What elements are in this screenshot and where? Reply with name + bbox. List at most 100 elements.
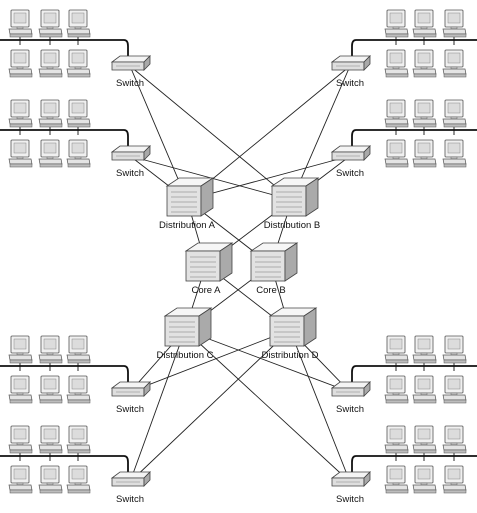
desktop-computer-icon	[412, 425, 437, 454]
node-label: Switch	[336, 168, 364, 179]
link-sw2-distA	[186, 65, 351, 201]
desktop-computer-icon	[8, 425, 33, 454]
link-distD-sw7	[129, 329, 291, 483]
node-sw8[interactable]: Switch	[331, 471, 371, 505]
lan-segment	[0, 425, 129, 494]
switch-icon	[331, 381, 371, 397]
lan-bus-cable	[0, 39, 129, 58]
desktop-computer-icon	[8, 465, 33, 494]
lan-bus-cable	[0, 129, 129, 148]
desktop-computer-icon	[38, 49, 63, 78]
desktop-computer-icon	[442, 99, 467, 128]
desktop-computer-icon	[8, 375, 33, 404]
lan-segment	[0, 99, 129, 168]
lan-bus-cable	[351, 455, 477, 474]
desktop-computer-icon	[38, 375, 63, 404]
desktop-computer-icon	[384, 9, 409, 38]
node-label: Switch	[116, 78, 144, 89]
node-label: Switch	[336, 494, 364, 505]
node-label: Distribution C	[156, 350, 213, 361]
desktop-computer-icon	[38, 425, 63, 454]
desktop-computer-icon	[384, 425, 409, 454]
desktop-computer-icon	[384, 49, 409, 78]
desktop-computer-icon	[412, 139, 437, 168]
desktop-computer-icon	[384, 99, 409, 128]
node-label: Switch	[336, 78, 364, 89]
node-label: Distribution B	[264, 220, 321, 231]
desktop-computer-icon	[384, 335, 409, 364]
lan-segment	[0, 9, 129, 78]
desktop-computer-icon	[38, 99, 63, 128]
router-icon	[164, 307, 212, 347]
desktop-computer-icon	[8, 49, 33, 78]
node-label: Switch	[116, 404, 144, 415]
desktop-computer-icon	[66, 139, 91, 168]
lan-segment	[351, 99, 477, 168]
desktop-computer-icon	[412, 9, 437, 38]
desktop-computer-icon	[66, 335, 91, 364]
desktop-computer-icon	[38, 9, 63, 38]
router-icon	[269, 307, 317, 347]
desktop-computer-icon	[442, 465, 467, 494]
desktop-computer-icon	[442, 139, 467, 168]
desktop-computer-icon	[442, 9, 467, 38]
desktop-computer-icon	[8, 99, 33, 128]
desktop-computer-icon	[38, 139, 63, 168]
switch-icon	[111, 471, 151, 487]
switch-icon	[111, 145, 151, 161]
node-distC[interactable]: Distribution C	[156, 307, 214, 361]
desktop-computer-icon	[412, 375, 437, 404]
lan-bus-cable	[351, 365, 477, 384]
desktop-computer-icon	[66, 9, 91, 38]
node-sw4[interactable]: Switch	[331, 145, 371, 179]
node-label: Core B	[256, 285, 286, 296]
node-coreB[interactable]: Core B	[250, 242, 298, 296]
desktop-computer-icon	[384, 465, 409, 494]
node-sw2[interactable]: Switch	[331, 55, 371, 89]
router-icon	[185, 242, 233, 282]
lan-segment	[351, 425, 477, 494]
lan-bus-cable	[351, 129, 477, 148]
desktop-computer-icon	[442, 375, 467, 404]
lan-segment	[0, 335, 129, 404]
network-links	[129, 65, 351, 483]
desktop-computer-icon	[66, 425, 91, 454]
desktop-computer-icon	[442, 49, 467, 78]
lan-bus-cable	[351, 39, 477, 58]
desktop-computer-icon	[66, 465, 91, 494]
desktop-computer-icon	[66, 99, 91, 128]
node-label: Switch	[116, 494, 144, 505]
link-distC-sw6	[184, 329, 351, 393]
node-sw6[interactable]: Switch	[331, 381, 371, 415]
desktop-computer-icon	[38, 335, 63, 364]
switch-icon	[331, 145, 371, 161]
link-sw1-distA	[129, 65, 188, 201]
desktop-computer-icon	[442, 335, 467, 364]
node-distB[interactable]: Distribution B	[264, 177, 321, 231]
router-icon	[166, 177, 214, 217]
link-distC-sw8	[184, 329, 351, 483]
link-distD-sw8	[289, 329, 351, 483]
switch-icon	[111, 55, 151, 71]
node-sw1[interactable]: Switch	[111, 55, 151, 89]
lan-bus-cable	[0, 455, 129, 474]
node-sw3[interactable]: Switch	[111, 145, 151, 179]
router-icon	[250, 242, 298, 282]
lan-bus-cable	[0, 365, 129, 384]
lan-segment	[351, 9, 477, 78]
desktop-computer-icon	[8, 9, 33, 38]
node-label: Switch	[116, 168, 144, 179]
node-sw5[interactable]: Switch	[111, 381, 151, 415]
node-distD[interactable]: Distribution D	[261, 307, 319, 361]
node-coreA[interactable]: Core A	[185, 242, 233, 296]
router-icon	[271, 177, 319, 217]
lan-segments	[0, 9, 477, 494]
desktop-computer-icon	[8, 335, 33, 364]
desktop-computer-icon	[412, 335, 437, 364]
desktop-computer-icon	[66, 375, 91, 404]
desktop-computer-icon	[412, 465, 437, 494]
node-distA[interactable]: Distribution A	[159, 177, 216, 231]
node-sw7[interactable]: Switch	[111, 471, 151, 505]
desktop-computer-icon	[384, 139, 409, 168]
link-distC-sw7	[129, 329, 186, 483]
